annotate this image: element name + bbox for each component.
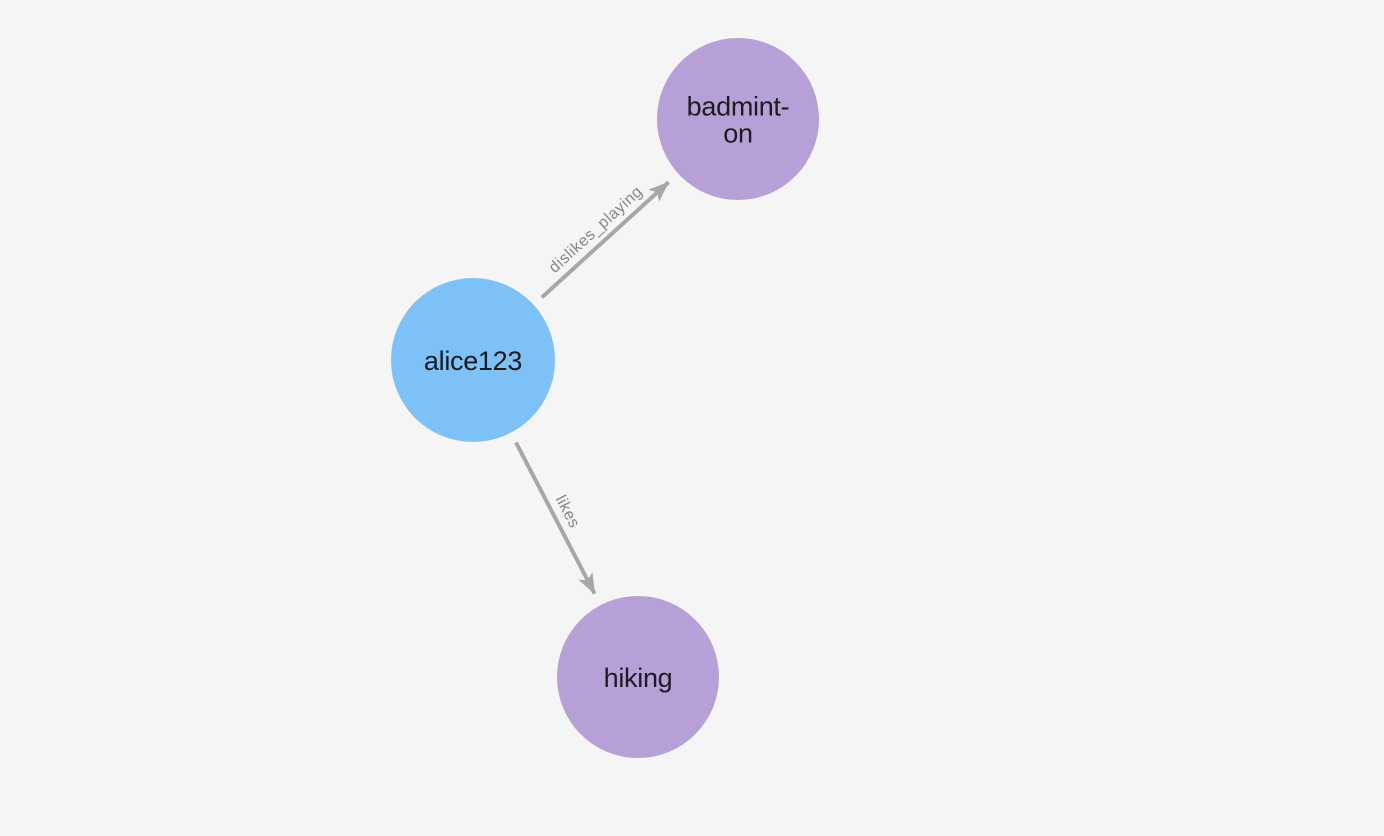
graph-edge-alice123-hiking: likes <box>514 441 597 595</box>
graph-edge-alice123-badminton: dislikes_playing <box>540 180 670 299</box>
graph-node-hiking: hiking <box>557 596 719 758</box>
edge-line-likes[interactable] <box>514 441 597 595</box>
edge-label: likes <box>552 493 583 531</box>
graph-node-badminton: badmint-on <box>657 38 819 200</box>
nodes-layer: alice123 badmint-on hiking <box>391 38 819 758</box>
node-circle-hiking[interactable] <box>557 596 719 758</box>
node-circle-badminton[interactable] <box>657 38 819 200</box>
node-circle-alice123[interactable] <box>391 278 555 442</box>
edge-label: dislikes_playing <box>546 183 646 276</box>
graph-node-alice123: alice123 <box>391 278 555 442</box>
edge-line-dislikes_playing[interactable] <box>540 180 670 299</box>
